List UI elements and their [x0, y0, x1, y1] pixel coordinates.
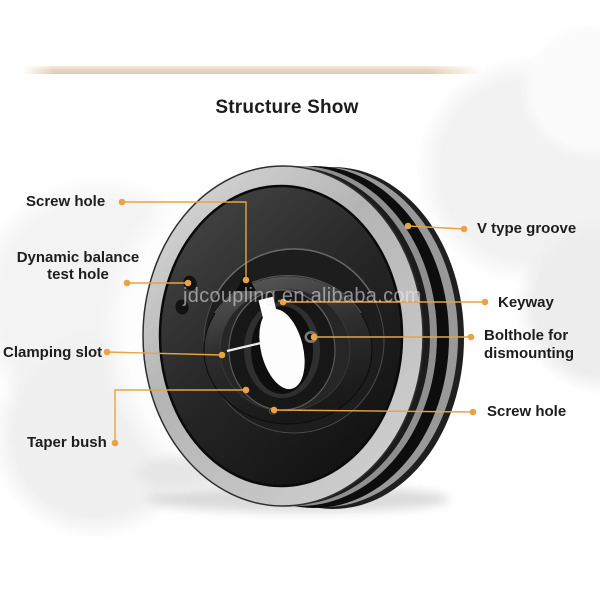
leader-line-clamping-slot — [106, 351, 223, 356]
pulley-illustration — [142, 165, 464, 509]
leader-dot — [218, 351, 226, 359]
leader-dot — [242, 386, 250, 394]
leader-dot — [279, 298, 287, 306]
label-keyway: Keyway — [498, 294, 554, 311]
bore-group — [258, 296, 305, 390]
label-v-type-groove: V type groove — [477, 220, 577, 237]
leader-line-screw-hole-bottom — [273, 409, 474, 413]
hub-highlight — [214, 275, 362, 314]
leader-dot — [270, 406, 278, 414]
leader-dot — [481, 298, 489, 306]
leader-dot — [184, 279, 192, 287]
leader-dot — [404, 222, 412, 230]
label-screw-hole-top: Screw hole — [26, 193, 106, 210]
dynamic-balance-hole-feature — [175, 299, 189, 315]
header-divider-line — [22, 66, 484, 74]
watermark-text: jdcoupling.en.alibaba.com — [183, 285, 422, 307]
leader-lines — [106, 201, 485, 441]
page-title: Structure Show — [215, 96, 359, 118]
label-bolthole-for-dismounting: Bolthole for dismounting — [484, 327, 574, 362]
label-taper-bush: Taper bush — [27, 434, 107, 451]
leader-dot — [111, 439, 119, 447]
recess-highlight — [215, 248, 373, 296]
bush-highlight — [235, 289, 329, 321]
leader-dot — [310, 333, 318, 341]
leader-line-taper-bush — [114, 389, 246, 441]
leader-dot — [103, 348, 111, 356]
leader-dot — [118, 198, 126, 206]
pulley-bore — [259, 308, 305, 390]
label-screw-hole-bottom: Screw hole — [487, 403, 567, 420]
leader-dot — [469, 408, 477, 416]
leader-line-v-groove — [407, 225, 465, 230]
leader-dot — [123, 279, 131, 287]
label-dynamic-balance-test-hole: Dynamic balance test hole — [16, 249, 140, 283]
label-clamping-slot: Clamping slot — [3, 344, 103, 361]
leader-dot — [460, 225, 468, 233]
clamping-slot-feature — [226, 341, 262, 353]
leader-line-screw-hole-top — [122, 201, 247, 278]
leader-dots — [103, 198, 489, 447]
leader-dot — [242, 276, 250, 284]
leader-dot — [467, 333, 475, 341]
